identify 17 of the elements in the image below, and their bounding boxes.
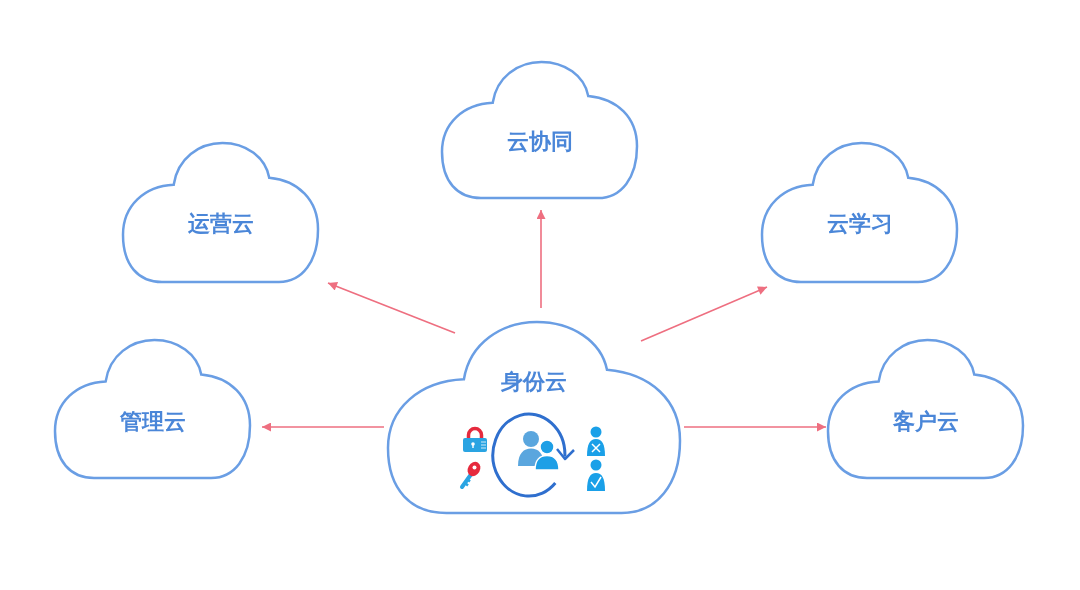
cloud-label: 运营云: [187, 210, 254, 238]
cloud-node: [123, 143, 318, 282]
cloud-label: 身份云: [501, 368, 567, 396]
cloud-node: [388, 322, 680, 513]
cloud-node: [442, 62, 637, 198]
arrow: [327, 282, 456, 334]
arrow: [536, 209, 546, 309]
arrow: [640, 286, 768, 342]
cloud-node: [762, 143, 957, 282]
arrow: [261, 422, 385, 432]
cloud-node: [55, 340, 250, 478]
cloud-label: 管理云: [119, 408, 186, 436]
cloud-label: 客户云: [892, 408, 959, 436]
cloud-label: 云学习: [826, 210, 893, 238]
arrow: [683, 422, 827, 432]
cloud-node: [828, 340, 1023, 478]
cloud-label: 云协同: [506, 128, 573, 156]
